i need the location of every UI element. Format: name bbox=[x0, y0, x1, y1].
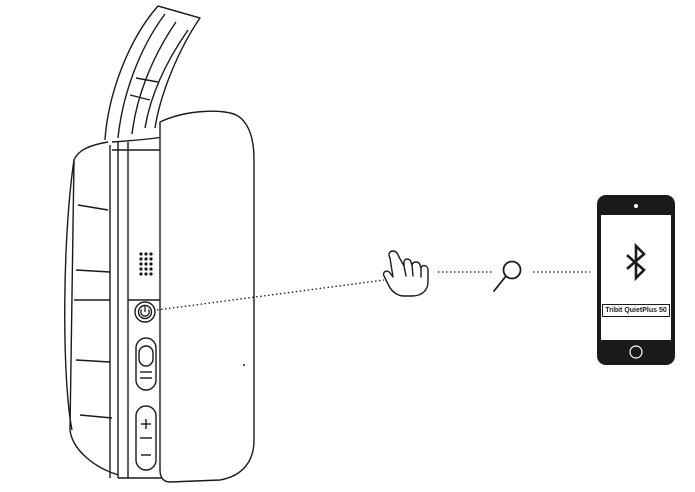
power-button[interactable] bbox=[134, 301, 156, 323]
headband bbox=[104, 5, 201, 141]
search-icon bbox=[493, 260, 522, 292]
ear-pad bbox=[159, 110, 255, 483]
connector-lines bbox=[156, 271, 590, 311]
hand-press-icon bbox=[382, 250, 429, 297]
outer-cup bbox=[64, 141, 123, 478]
mic-grille bbox=[139, 252, 153, 276]
headphone bbox=[64, 5, 255, 483]
volume-rocker[interactable] bbox=[135, 405, 157, 471]
mode-switch[interactable] bbox=[135, 337, 157, 391]
phone bbox=[597, 195, 675, 365]
phone-home-button[interactable] bbox=[629, 345, 643, 359]
bluetooth-icon bbox=[626, 242, 646, 282]
phone-speaker bbox=[634, 204, 638, 208]
volume-up-icon bbox=[141, 419, 151, 429]
device-list-item[interactable]: Tribit QuietPlus 50 bbox=[602, 304, 670, 317]
power-icon bbox=[140, 306, 150, 317]
